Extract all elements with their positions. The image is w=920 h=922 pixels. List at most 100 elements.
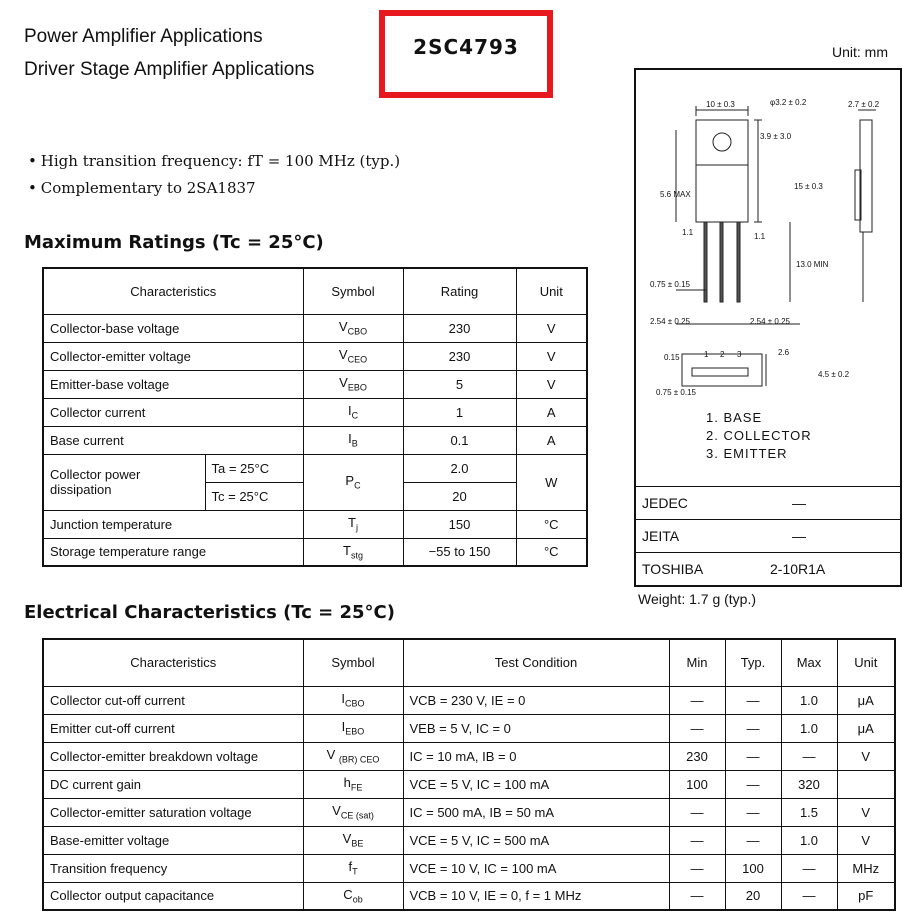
feature-item: • Complementary to 2SA1837 (28, 179, 256, 197)
dim-label: 2.7 ± 0.2 (848, 100, 880, 109)
cell-rating: 230 (402, 341, 517, 371)
cell-typ: 100 (724, 853, 782, 883)
cell-unit: V (836, 797, 896, 827)
cell-unit: A (515, 425, 588, 455)
cell-symbol: ICBO (302, 685, 404, 715)
cell-characteristic: Collector-emitter saturation voltage (42, 797, 304, 827)
package-outline-panel: 10 ± 0.3 φ3.2 ± 0.2 2.7 ± 0.2 3.9 ± 3.0 … (634, 68, 902, 587)
header-max: Max (780, 638, 838, 687)
bullet-icon: • (28, 179, 37, 197)
package-row-value: — (792, 528, 806, 544)
dim-label: 15 ± 0.3 (794, 182, 823, 191)
cell-unit: V (515, 341, 588, 371)
package-row-toshiba: TOSHIBA 2-10R1A (636, 552, 900, 585)
cell-test-condition: VEB = 5 V, IC = 0 (402, 713, 670, 743)
cell-typ: — (724, 769, 782, 799)
header-test-condition: Test Condition (402, 638, 670, 687)
cell-characteristic: Collector cut-off current (42, 685, 304, 715)
cell-min: — (668, 853, 726, 883)
pin-legend-base: 1. BASE (706, 410, 763, 425)
cell-max: — (780, 881, 838, 911)
max-ratings-title: Maximum Ratings (Tc = 25°C) (24, 232, 324, 253)
application-line-2: Driver Stage Amplifier Applications (24, 59, 315, 80)
cell-max: — (780, 853, 838, 883)
cell-characteristic: Collector power dissipation (42, 453, 206, 511)
cell-rating: 1 (402, 397, 517, 427)
table-row: Collector power dissipation Ta = 25°C PC… (42, 453, 588, 511)
cell-condition: Tc = 25°C (204, 481, 304, 511)
cell-max: — (780, 741, 838, 771)
cell-test-condition: VCB = 230 V, IE = 0 (402, 685, 670, 715)
dim-label: 0.75 ± 0.15 (656, 388, 696, 397)
dim-label: 5.6 MAX (660, 190, 691, 199)
dim-label: 2.54 ± 0.25 (750, 317, 790, 326)
max-ratings-table: Characteristics Symbol Rating Unit Colle… (42, 267, 588, 567)
cell-unit: μA (836, 685, 896, 715)
cell-symbol: VCE (sat) (302, 797, 404, 827)
cell-characteristic: Emitter-base voltage (42, 369, 304, 399)
cell-characteristic: Collector-emitter voltage (42, 341, 304, 371)
cell-max: 1.0 (780, 825, 838, 855)
table-header-row: Characteristics Symbol Rating Unit (42, 267, 588, 315)
cell-symbol: Tj (302, 509, 404, 539)
cell-min: — (668, 825, 726, 855)
cell-min: — (668, 713, 726, 743)
cell-symbol: fT (302, 853, 404, 883)
package-row-label: JEDEC (642, 495, 688, 511)
cell-unit: °C (515, 509, 588, 539)
package-drawing (675, 106, 876, 387)
cell-unit: V (515, 369, 588, 399)
feature-item: • High transition frequency: fT = 100 MH… (28, 152, 400, 170)
electrical-characteristics-table: Characteristics Symbol Test Condition Mi… (42, 638, 896, 911)
cell-symbol: VCEO (302, 341, 404, 371)
feature-text: Complementary to 2SA1837 (40, 179, 256, 197)
cell-typ: — (724, 797, 782, 827)
cell-characteristic: Base current (42, 425, 304, 455)
header-symbol: Symbol (302, 638, 404, 687)
cell-test-condition: VCE = 5 V, IC = 100 mA (402, 769, 670, 799)
cell-symbol: V (BR) CEO (302, 741, 404, 771)
cell-max: 1.5 (780, 797, 838, 827)
cell-characteristic: Storage temperature range (42, 537, 304, 567)
lead-base (703, 221, 708, 303)
package-body (695, 119, 749, 223)
table-header-row: Characteristics Symbol Test Condition Mi… (42, 638, 896, 687)
cell-characteristic: DC current gain (42, 769, 304, 799)
package-row-value: 2-10R1A (770, 561, 826, 577)
cell-test-condition: IC = 10 mA, IB = 0 (402, 741, 670, 771)
cell-symbol: VEBO (302, 369, 404, 399)
cell-unit: V (836, 825, 896, 855)
cell-unit: V (515, 313, 588, 343)
cell-test-condition: IC = 500 mA, IB = 50 mA (402, 797, 670, 827)
cell-unit (836, 769, 896, 799)
cell-characteristic: Collector output capacitance (42, 881, 304, 911)
cell-symbol: VBE (302, 825, 404, 855)
mounting-hole (712, 132, 732, 152)
cell-min: 100 (668, 769, 726, 799)
part-number-box: 2SC4793 (379, 10, 553, 98)
dim-label: 1.1 (754, 232, 766, 241)
dim-label: 2.6 (778, 348, 790, 357)
cell-symbol: IB (302, 425, 404, 455)
cell-rating: 0.1 (402, 425, 517, 455)
cell-rating: 20 (402, 481, 517, 511)
pin-number: 1 (704, 350, 709, 359)
dim-label: 1.1 (682, 228, 694, 237)
package-row-jedec: JEDEC — (636, 486, 900, 519)
header-typ: Typ. (724, 638, 782, 687)
cell-characteristic: Transition frequency (42, 853, 304, 883)
lead-emitter (736, 221, 741, 303)
cell-unit: μA (836, 713, 896, 743)
unit-label: Unit: mm (832, 44, 888, 60)
